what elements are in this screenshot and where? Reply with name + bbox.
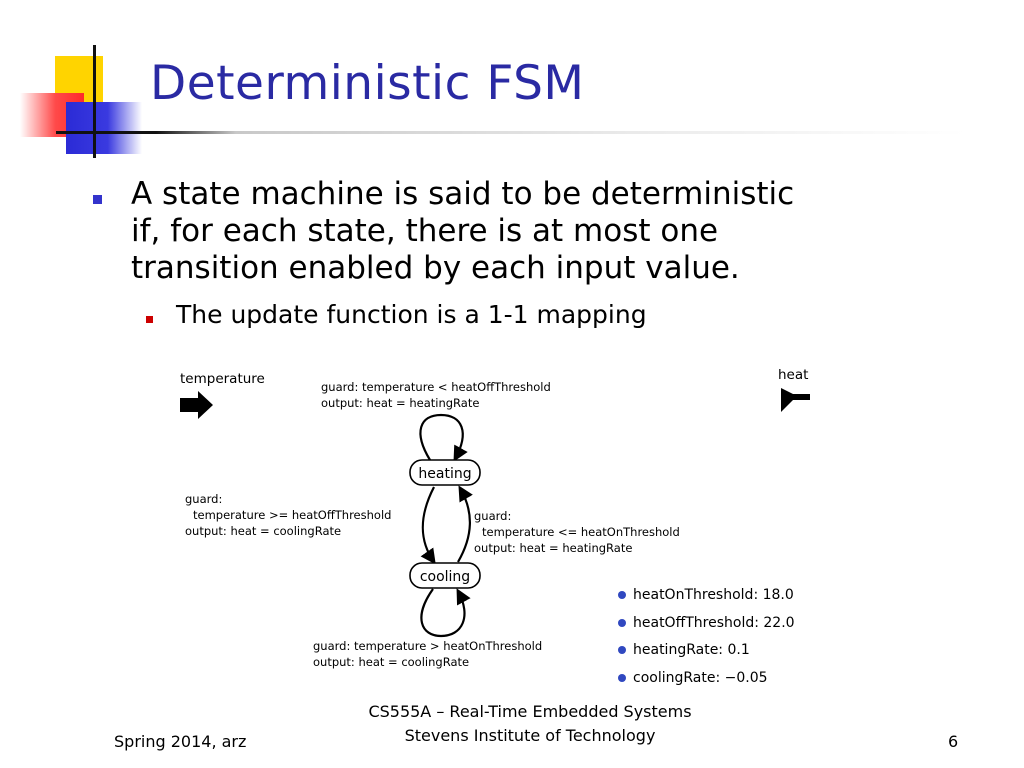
state-cooling-label: cooling <box>420 569 470 585</box>
footer-course-title: CS555A – Real-Time Embedded Systems <box>368 702 692 721</box>
page-number: 6 <box>948 732 959 751</box>
cool-to-heat-guard: temperature <= heatOnThreshold <box>482 525 680 539</box>
bullet-dot-icon <box>618 618 626 627</box>
logo-vertical-line <box>93 45 96 158</box>
sub-bullet-marker <box>146 316 153 323</box>
parameter-item: heatOnThreshold: 18.0 <box>618 585 795 613</box>
cool-to-heat-guard-label: guard: <box>474 509 511 523</box>
heating-to-cooling-arrow <box>420 486 436 565</box>
bullet-line: transition enabled by each input value. <box>131 250 740 286</box>
parameter-list: heatOnThreshold: 18.0 heatOffThreshold: … <box>618 585 795 695</box>
bullet-dot-icon <box>618 673 626 682</box>
cooling-self-loop-arrow <box>420 588 471 638</box>
logo-blue-square <box>66 102 142 154</box>
heating-self-output: output: heat = heatingRate <box>321 396 479 410</box>
cooling-self-output: output: heat = coolingRate <box>313 655 469 669</box>
heat-to-cool-guard-label: guard: <box>185 492 222 506</box>
title-underline <box>56 131 966 134</box>
heat-to-cool-guard: temperature >= heatOffThreshold <box>193 508 391 522</box>
input-port-label: temperature <box>180 371 265 387</box>
cool-to-heat-output: output: heat = heatingRate <box>474 541 632 555</box>
parameter-item: heatingRate: 0.1 <box>618 640 795 668</box>
fsm-diagram: temperature heat guard: temperature < he… <box>180 367 810 669</box>
sub-bullet-text: The update function is a 1-1 mapping <box>176 300 647 329</box>
main-bullet-text: A state machine is said to be determinis… <box>131 176 991 287</box>
bullet-line: if, for each state, there is at most one <box>131 213 719 249</box>
state-heating-label: heating <box>418 466 471 482</box>
parameter-text: heatingRate: 0.1 <box>633 642 750 658</box>
footer-course: CS555A – Real-Time Embedded Systems Stev… <box>320 700 740 748</box>
heat-to-cool-output: output: heat = coolingRate <box>185 524 341 538</box>
parameter-text: heatOffThreshold: 22.0 <box>633 614 795 631</box>
parameter-item: coolingRate: −0.05 <box>618 668 795 696</box>
bullet-dot-icon <box>618 646 626 654</box>
footer-institution: Stevens Institute of Technology <box>404 726 656 745</box>
parameter-item: heatOffThreshold: 22.0 <box>618 613 795 641</box>
input-port-arrow-icon <box>180 391 213 419</box>
cooling-self-guard: guard: temperature > heatOnThreshold <box>313 639 542 653</box>
cooling-to-heating-arrow <box>457 485 473 563</box>
state-heating <box>409 459 481 486</box>
parameter-text: heatOnThreshold: 18.0 <box>633 587 794 603</box>
state-cooling <box>409 562 481 589</box>
bullet-marker <box>93 195 102 204</box>
footer-date-author: Spring 2014, arz <box>114 732 247 751</box>
slide-title: Deterministic FSM <box>150 56 585 111</box>
output-port-label: heat <box>778 367 808 383</box>
output-port-flag-icon <box>781 388 810 412</box>
heating-self-loop-arrow <box>419 413 468 462</box>
parameter-text: coolingRate: −0.05 <box>633 669 768 686</box>
bullet-line: A state machine is said to be determinis… <box>131 176 795 212</box>
heating-self-guard: guard: temperature < heatOffThreshold <box>321 380 551 394</box>
bullet-dot-icon <box>618 591 626 599</box>
